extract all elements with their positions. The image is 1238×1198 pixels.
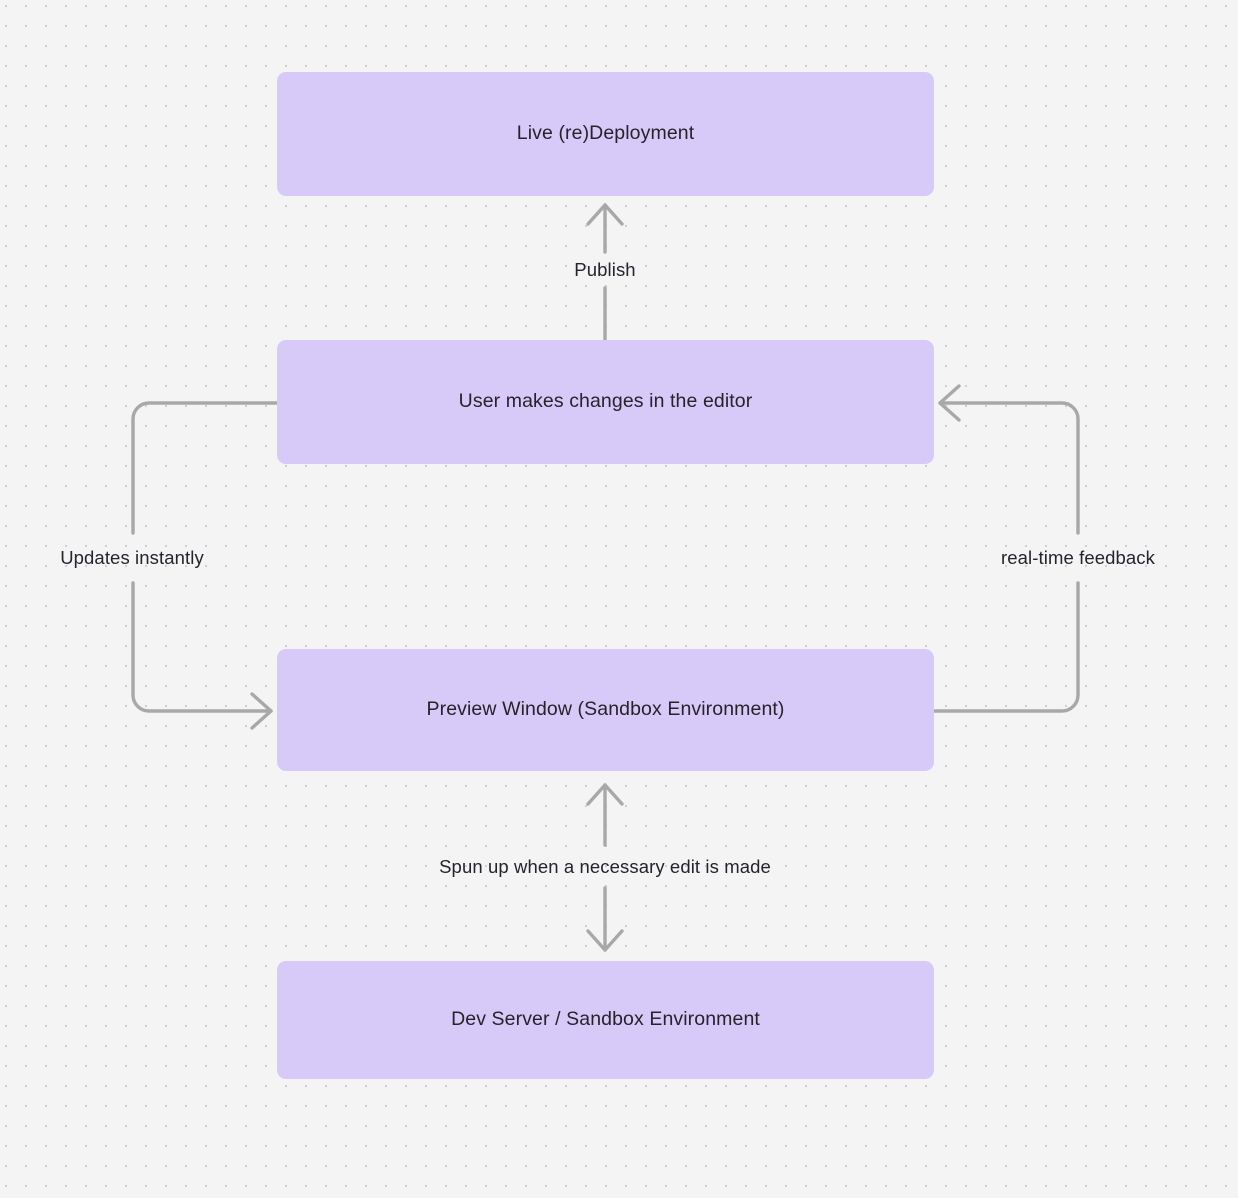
node-user-edits[interactable]: User makes changes in the editor	[277, 340, 934, 464]
edge-label-spun-up: Spun up when a necessary edit is made	[439, 855, 771, 877]
edge-label-publish: Publish	[574, 258, 636, 280]
node-preview-window[interactable]: Preview Window (Sandbox Environment)	[277, 649, 934, 771]
edge-label-updates-instantly: Updates instantly	[60, 546, 204, 568]
node-label: User makes changes in the editor	[458, 390, 753, 413]
edge-label-real-time-feedback: real-time feedback	[1001, 546, 1155, 568]
node-label: Dev Server / Sandbox Environment	[451, 1008, 760, 1031]
node-live-deployment[interactable]: Live (re)Deployment	[277, 72, 934, 196]
node-dev-server[interactable]: Dev Server / Sandbox Environment	[277, 961, 934, 1079]
node-label: Preview Window (Sandbox Environment)	[426, 698, 785, 721]
node-label: Live (re)Deployment	[516, 122, 695, 145]
